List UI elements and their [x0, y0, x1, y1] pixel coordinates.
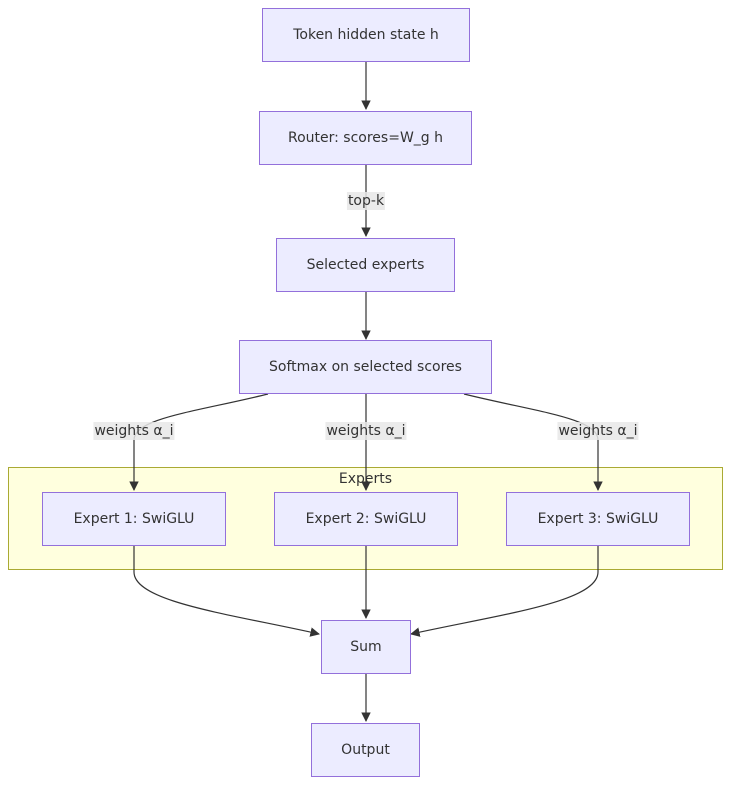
node-sum: Sum [321, 620, 411, 674]
edge-label-weights-expert2: weights α_i [325, 422, 407, 440]
edge-label-weights-expert3: weights α_i [557, 422, 639, 440]
node-softmax: Softmax on selected scores [239, 340, 492, 394]
edge-label-weights-expert1: weights α_i [93, 422, 175, 440]
node-expert-2: Expert 2: SwiGLU [274, 492, 458, 546]
node-router: Router: scores=W_g h [259, 111, 472, 165]
edge-expert1-sum [133, 546, 320, 637]
node-selected-experts: Selected experts [276, 238, 455, 292]
edge-softmax-expert1 [129, 393, 269, 491]
node-expert-3: Expert 3: SwiGLU [506, 492, 690, 546]
node-expert-1: Expert 1: SwiGLU [42, 492, 226, 546]
edge-label-top-k: top-k [346, 192, 386, 210]
edge-softmax-expert3 [463, 393, 603, 491]
node-output: Output [311, 723, 420, 777]
node-token-hidden-state: Token hidden state h [262, 8, 470, 62]
edge-expert3-sum [410, 546, 599, 637]
